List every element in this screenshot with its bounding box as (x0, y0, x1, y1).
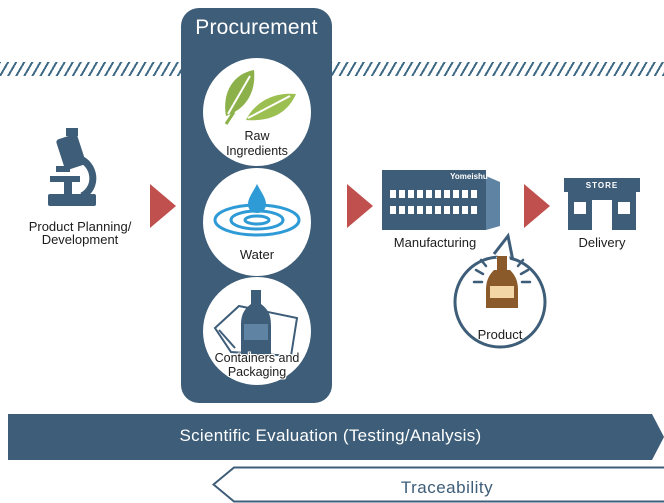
delivery-label: Delivery (578, 235, 626, 250)
water-drop-icon (213, 184, 301, 237)
containers-label-2: Packaging (227, 365, 287, 379)
manufacturing-label: Manufacturing (393, 235, 477, 250)
arrow-right-icon (347, 184, 373, 228)
microscope-icon (48, 128, 97, 206)
store-sign: STORE (585, 181, 619, 190)
bottle-packaging-icon (213, 290, 299, 358)
scientific-evaluation-label: Scientific Evaluation (Testing/Analysis) (179, 426, 482, 445)
traceability-bar (212, 466, 664, 503)
planning-label-2: Development (41, 232, 119, 247)
arrow-right-icon (150, 184, 176, 228)
factory-icon (382, 170, 500, 230)
water-label: Water (239, 247, 275, 262)
product-label: Product (477, 327, 523, 342)
planning-label-1: Product Planning/ (28, 219, 132, 234)
hatched-band (0, 62, 664, 76)
traceability-label: Traceability (400, 478, 494, 497)
raw-ingredients-label-1: Raw (244, 129, 270, 143)
product-bottle-icon (472, 256, 532, 308)
scientific-evaluation-bar (8, 414, 664, 460)
store-icon (564, 178, 640, 230)
factory-sign: Yomeishu (450, 172, 488, 181)
raw-ingredients-label-2: Ingredients (226, 144, 288, 158)
arrow-right-icon (524, 184, 550, 228)
leaf-icon (224, 70, 296, 125)
containers-label-1: Containers and (214, 351, 300, 365)
procurement-title: Procurement (195, 16, 318, 39)
